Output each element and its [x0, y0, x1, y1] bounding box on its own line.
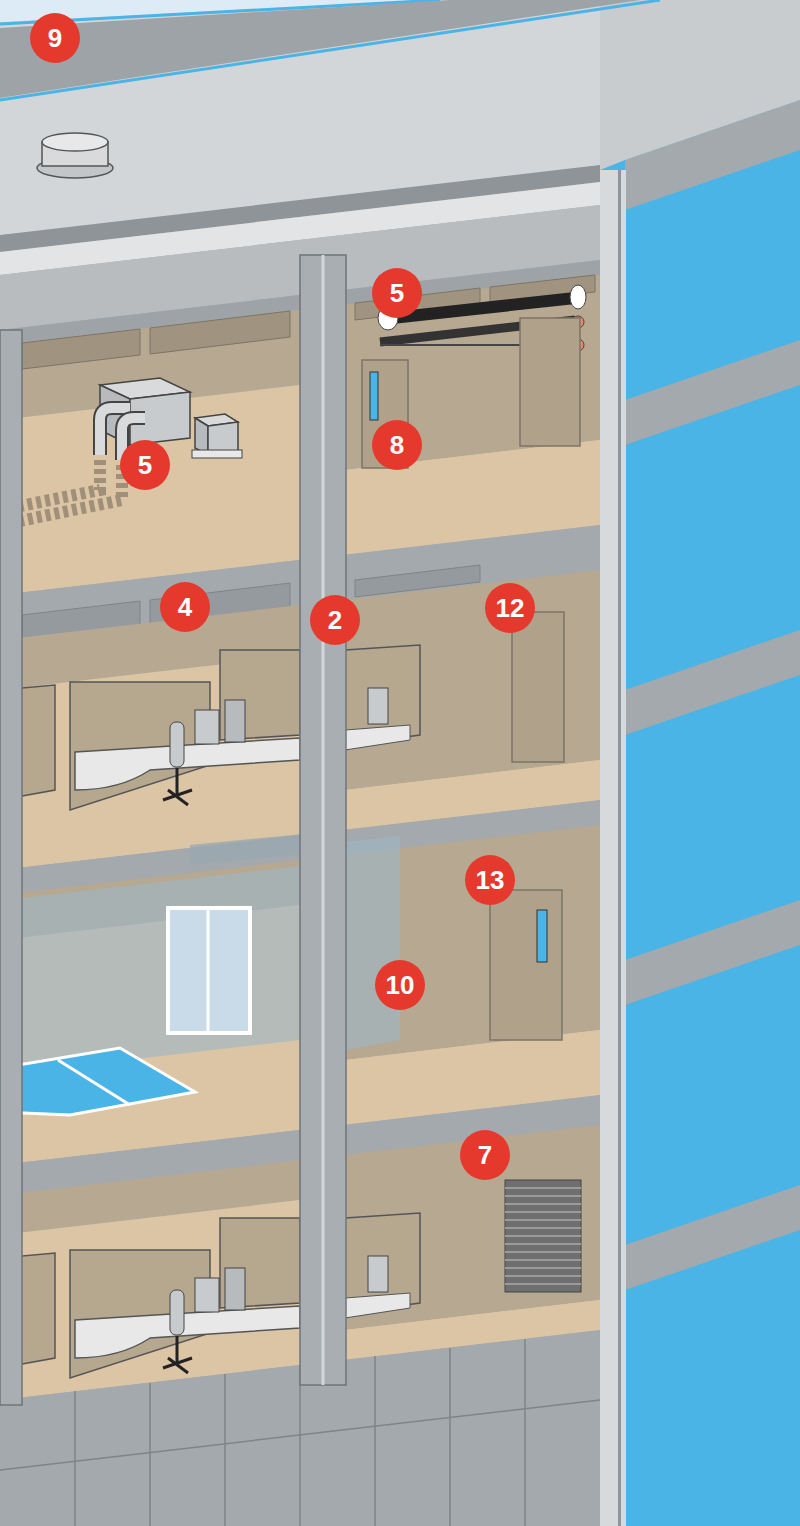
roof-edge — [600, 0, 800, 170]
callout-number: 4 — [160, 582, 210, 632]
callout-number: 9 — [30, 13, 80, 63]
callout-number: 10 — [375, 960, 425, 1010]
back-wall — [345, 1125, 600, 1330]
door — [490, 890, 562, 1040]
column — [0, 330, 22, 1405]
skylight-edge — [0, 0, 660, 100]
callout-number: 5 — [120, 440, 170, 490]
callout-number: 7 — [460, 1130, 510, 1180]
workstations — [0, 645, 420, 810]
callout-number: 12 — [485, 583, 535, 633]
callout-number: 2 — [310, 595, 360, 645]
callout-number: 8 — [372, 420, 422, 470]
workstations — [0, 1213, 420, 1378]
pipes — [0, 285, 586, 525]
facade-line — [618, 170, 621, 1526]
back-wall — [345, 825, 600, 1060]
back-wall — [345, 570, 600, 790]
column-edge — [322, 255, 325, 1385]
glass-facade — [600, 0, 800, 1526]
column — [300, 255, 346, 1385]
callout-number: 13 — [465, 855, 515, 905]
vent-grille — [505, 1180, 581, 1292]
facade-mullion — [600, 170, 626, 1526]
roof-band — [0, 0, 640, 98]
door — [512, 612, 564, 762]
roof-vent — [37, 133, 113, 178]
callout-number: 5 — [372, 268, 422, 318]
facade-bands — [625, 100, 800, 1290]
